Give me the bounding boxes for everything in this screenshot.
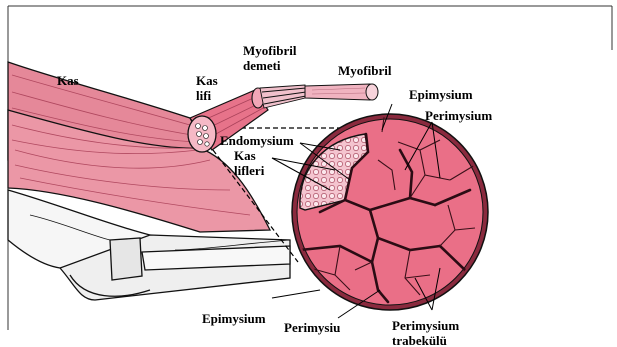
- label-epimysium-bottom: Epimysium: [202, 311, 266, 326]
- label-kas-lifi: Kas lifi: [196, 73, 218, 103]
- label-perimysiu-bottom: Perimysiu: [284, 320, 340, 335]
- label-kas-lifleri: Kas lifleri: [234, 148, 264, 178]
- label-endomysium: Endomysium: [220, 133, 294, 148]
- label-perimysium-top: Perimysium: [425, 108, 492, 123]
- muscle-cross-section: [292, 110, 488, 310]
- myofibril-strand: [305, 84, 378, 100]
- label-myofibril: Myofibril: [338, 63, 391, 78]
- label-perimysium-trabekulu: Perimysium trabekülü: [392, 318, 459, 347]
- myofibril-bundle: [260, 85, 306, 108]
- label-myofibril-demeti: Myofibril demeti: [243, 43, 296, 73]
- label-kas: Kas: [57, 73, 79, 88]
- label-epimysium-top: Epimysium: [409, 87, 473, 102]
